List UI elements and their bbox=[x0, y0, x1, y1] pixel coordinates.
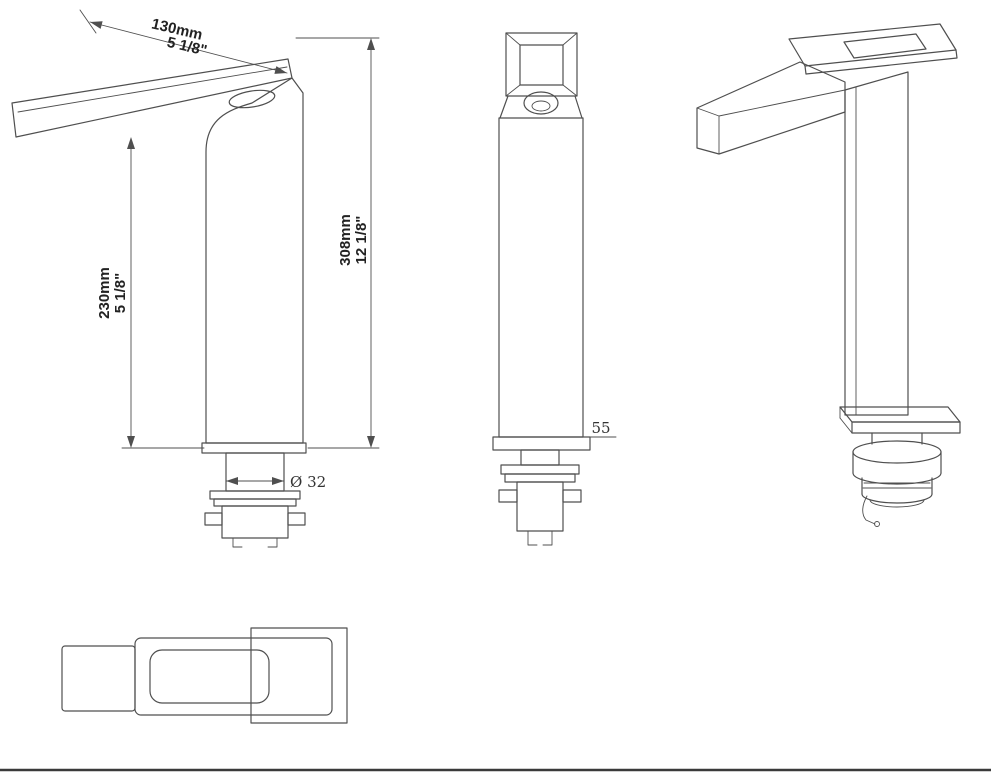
arrowhead bbox=[272, 477, 284, 485]
dimension-base-plate: 55 bbox=[587, 419, 617, 438]
hole-diameter-label: Ø 32 bbox=[290, 473, 326, 491]
handle-top-view bbox=[61, 645, 136, 712]
spout-plate-top-view bbox=[134, 637, 333, 716]
mount-nut-front bbox=[516, 481, 564, 532]
top-view-drawing bbox=[61, 627, 348, 724]
handle-pivot bbox=[228, 89, 276, 109]
side-view-drawing bbox=[11, 58, 307, 548]
corner-line bbox=[505, 32, 521, 46]
overall-height-in-label: 12 1/8" bbox=[353, 216, 370, 265]
washer-2 bbox=[213, 498, 297, 507]
washer-2-front bbox=[504, 473, 576, 483]
spout-blade-edge bbox=[17, 66, 288, 113]
top-plate-face bbox=[788, 23, 957, 67]
dimension-overall-height: 308mm 12 1/8" bbox=[295, 37, 380, 449]
base-plate-edge bbox=[839, 417, 853, 434]
nut-tab-right bbox=[287, 512, 306, 526]
lock-nut-top bbox=[852, 440, 942, 464]
base-plate-label: 55 bbox=[591, 419, 610, 437]
spout-reach-in-label: 5 1/8" bbox=[165, 34, 208, 60]
corner-line bbox=[562, 84, 578, 97]
waterfall-slot bbox=[843, 33, 927, 59]
spout-height-in-label: 5 1/8" bbox=[112, 273, 129, 313]
mount-nut bbox=[221, 505, 289, 539]
body-outline-top-view bbox=[250, 627, 348, 724]
arrowhead bbox=[127, 436, 135, 448]
handle-front bbox=[523, 91, 559, 115]
thread-bottom bbox=[861, 493, 933, 504]
mount-hook-tip bbox=[874, 521, 880, 527]
handle-front-inner bbox=[531, 100, 551, 112]
arrowhead bbox=[127, 137, 135, 149]
faucet-body bbox=[205, 77, 304, 444]
perspective-view-drawing bbox=[696, 23, 961, 527]
nut-tab-right-front bbox=[562, 489, 582, 503]
overall-height-mm-label: 308mm bbox=[337, 214, 354, 266]
arrowhead bbox=[367, 38, 375, 50]
arrowhead bbox=[90, 21, 103, 29]
mount-hook bbox=[862, 495, 876, 525]
arm-edge bbox=[718, 89, 846, 117]
spout-top-outer bbox=[505, 32, 578, 97]
extension-tick bbox=[79, 9, 97, 34]
spout-height-mm-label: 230mm bbox=[96, 267, 113, 319]
dimension-hole-diameter: Ø 32 bbox=[225, 473, 326, 491]
hook-left-front bbox=[527, 530, 538, 546]
lock-nut-bottom bbox=[852, 472, 942, 485]
dimension-line bbox=[89, 21, 288, 74]
thread-bottom-2 bbox=[869, 499, 925, 508]
hook-right-front bbox=[542, 530, 553, 546]
washer-1 bbox=[209, 490, 301, 500]
neck-line-left bbox=[499, 95, 509, 119]
arrowhead bbox=[274, 66, 287, 74]
corner-line bbox=[505, 84, 521, 97]
body-column bbox=[844, 71, 909, 416]
nut-tab-left bbox=[204, 512, 223, 526]
spout-blade bbox=[11, 58, 293, 138]
mount-stem-front bbox=[520, 449, 560, 466]
top-plate-thickness bbox=[804, 49, 958, 75]
nut-tab-left-front bbox=[498, 489, 518, 503]
base-flange-front bbox=[492, 436, 591, 451]
faucet-body-front bbox=[498, 117, 584, 438]
arm-edge bbox=[696, 107, 720, 117]
arrowhead bbox=[226, 477, 238, 485]
front-view-drawing bbox=[492, 32, 591, 546]
base-plate-front bbox=[851, 421, 961, 434]
washer-1-front bbox=[500, 464, 580, 475]
mount-stem bbox=[225, 452, 285, 492]
spout-slot-top-view bbox=[149, 649, 270, 704]
arrowhead bbox=[367, 436, 375, 448]
hook-left bbox=[232, 537, 243, 548]
neck-line-right bbox=[574, 95, 583, 119]
spout-top-inner bbox=[519, 44, 564, 86]
hook-right bbox=[267, 537, 278, 548]
base-flange bbox=[201, 442, 307, 454]
dimension-spout-height: 230mm 5 1/8" bbox=[96, 137, 205, 449]
corner-line bbox=[562, 32, 578, 46]
